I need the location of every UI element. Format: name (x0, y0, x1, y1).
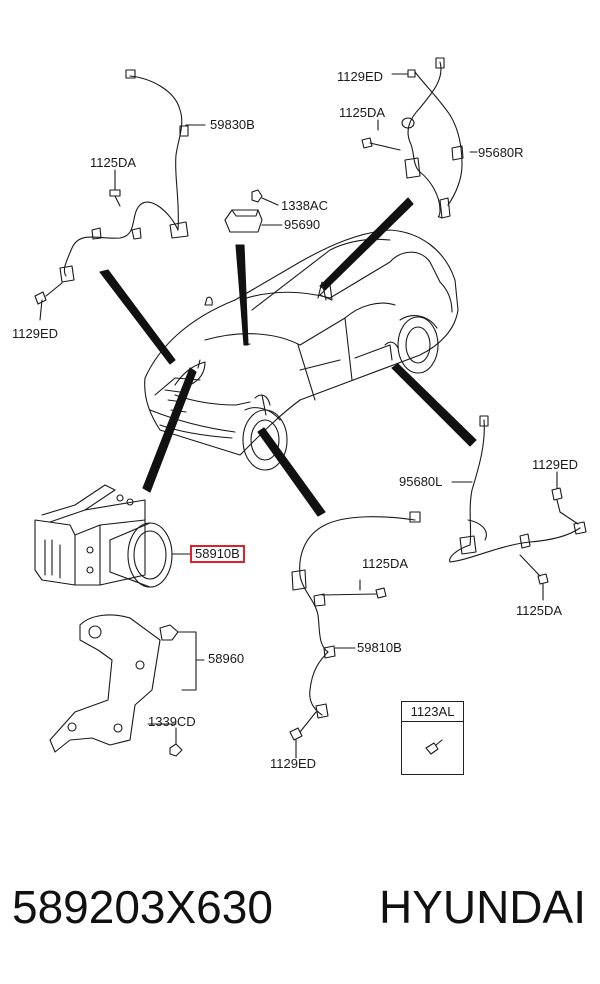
inset-bolt-drawing (425, 739, 443, 755)
label-1129ed-left: 1129ED (12, 326, 59, 341)
label-1125da-front-left: 1125DA (362, 556, 409, 571)
label-58960: 58960 (208, 651, 245, 666)
label-1125da-left: 1125DA (90, 155, 137, 170)
brand-name: HYUNDAI (378, 881, 586, 933)
bracket-drawing (49, 614, 205, 757)
sensor-rear-left-wire (34, 69, 206, 321)
abs-unit-drawing (34, 484, 191, 588)
label-1125da-top-right: 1125DA (339, 105, 386, 120)
leader-wedges (99, 197, 477, 517)
label-95680l: 95680L (399, 474, 443, 489)
car-illustration (144, 229, 459, 471)
inset-box: 1123AL (401, 701, 464, 775)
label-58910b-highlighted: 58910B (190, 545, 245, 563)
label-59810b: 59810B (357, 640, 402, 655)
label-1129ed-top-right: 1129ED (337, 69, 384, 84)
label-1338ac: 1338AC (281, 198, 328, 213)
part-number: 589203X630 (12, 881, 273, 933)
label-1339cd: 1339CD (148, 714, 196, 729)
sensor-front-right-wire (449, 415, 587, 601)
label-1129ed-right: 1129ED (532, 457, 579, 472)
label-95690: 95690 (284, 217, 321, 232)
footer: 589203X630 HYUNDAI (12, 880, 588, 940)
sensor-front-left-wire (289, 511, 421, 759)
label-95680r: 95680R (478, 145, 524, 160)
label-1125da-right: 1125DA (516, 603, 563, 618)
label-59830b: 59830B (210, 117, 255, 132)
module-95690 (224, 189, 283, 233)
label-1129ed-front-left: 1129ED (270, 756, 317, 771)
sensor-rear-right-wire (361, 57, 478, 219)
inset-label-1123al: 1123AL (402, 702, 463, 722)
